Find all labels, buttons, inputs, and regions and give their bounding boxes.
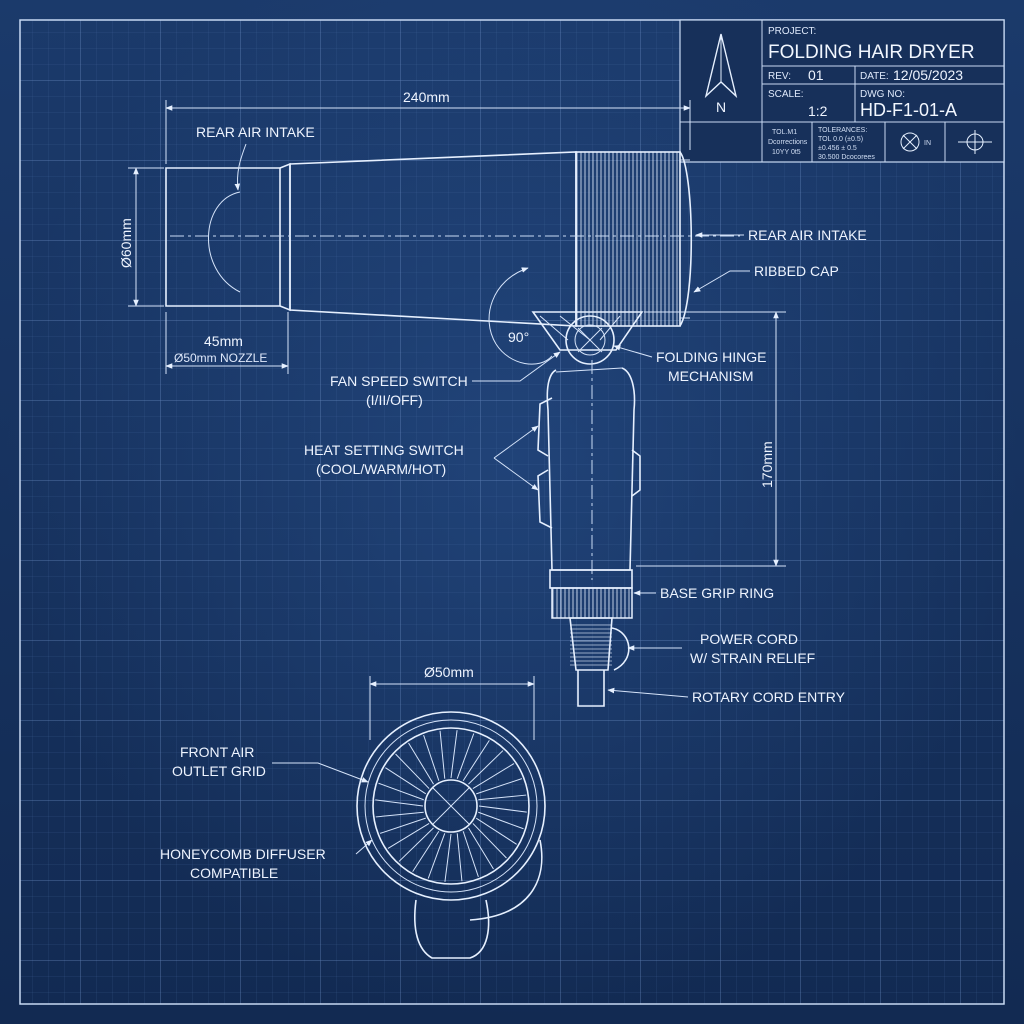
grid-spoke (472, 763, 515, 789)
nozzle-intake-arc (208, 191, 241, 293)
ribbed-cap (575, 151, 681, 327)
first-angle-projection-icon (900, 132, 920, 152)
sheet-border (19, 19, 1005, 1005)
front-view-handle (413, 899, 490, 959)
dim-fold-angle: 90° (508, 329, 529, 345)
dryer-front-view (356, 711, 546, 959)
outlet-outer-ring (356, 711, 546, 901)
grid-spoke (468, 827, 494, 870)
cord-entry (577, 670, 605, 707)
callout-front-air-2: OUTLET GRID (172, 763, 266, 779)
tol-line-3: 10YY 0t5 (772, 149, 801, 156)
outlet-hub (424, 779, 478, 833)
base-grip-ring (551, 587, 633, 619)
north-arrow-icon (704, 33, 738, 99)
dwg-label: DWG NO: (860, 89, 905, 100)
callout-rear-air-intake-top: REAR AIR INTAKE (196, 124, 315, 140)
fan-speed-switch (537, 397, 553, 457)
grid-spoke (475, 817, 517, 845)
grid-spoke (478, 811, 524, 830)
crosshair-target-icon (958, 130, 992, 154)
callout-ribbed-cap: RIBBED CAP (754, 263, 839, 279)
tolerances-line-3: ±0.456 ± 0.5 (818, 145, 857, 152)
rev-value: 01 (808, 67, 824, 83)
dim-body-diameter: Ø60mm (118, 218, 134, 268)
grid-spoke (456, 733, 475, 779)
grid-background (20, 20, 1004, 1004)
dim-nozzle-note: Ø50mm NOZZLE (174, 351, 267, 365)
grid-spoke (478, 805, 527, 813)
project-name: FOLDING HAIR DRYER (768, 42, 975, 63)
scale-value: 1:2 (808, 103, 828, 119)
callout-honeycomb-1: HONEYCOMB DIFFUSER (160, 846, 326, 862)
tolerances-line-1: TOLERANCES: (818, 127, 867, 134)
grid-spoke (444, 833, 452, 882)
date-label: DATE: (860, 71, 889, 82)
grid-spoke (398, 827, 434, 862)
grid-spoke (379, 817, 426, 834)
tolerances-line-2: TOL 0.0 (±0.5) (818, 136, 863, 143)
callout-rear-air-intake-right: REAR AIR INTAKE (748, 227, 867, 243)
grid-spoke (385, 767, 427, 795)
grid-spoke (468, 750, 504, 785)
grid-spoke (378, 782, 424, 801)
grid-spoke (412, 830, 440, 872)
callout-folding-hinge-2: MECHANISM (668, 368, 754, 384)
callout-front-air-1: FRONT AIR (180, 744, 254, 760)
north-label: N (716, 99, 726, 115)
callout-folding-hinge-1: FOLDING HINGE (656, 349, 766, 365)
grid-spoke (478, 794, 527, 801)
dryer-side-view (165, 151, 740, 707)
tolerances-line-4: 30.500 Dcocorees (818, 154, 875, 161)
heat-setting-switch (537, 469, 553, 529)
title-block: N PROJECT: FOLDING HAIR DRYER REV: 01 DA… (679, 19, 1005, 163)
outlet-grid (372, 727, 530, 885)
dwg-value: HD-F1-01-A (860, 100, 957, 120)
tol-line-2: Dcorrections (768, 139, 808, 146)
callout-fan-speed-1: FAN SPEED SWITCH (330, 373, 468, 389)
grid-spoke (462, 831, 479, 878)
outlet-grid-spokes (375, 730, 527, 882)
grid-spoke (375, 799, 424, 807)
project-label: PROJECT: (768, 26, 816, 37)
grid-spoke (456, 833, 463, 882)
dim-outlet-diameter: Ø50mm (424, 664, 474, 680)
callout-base-grip-ring: BASE GRIP RING (660, 585, 774, 601)
callout-fan-speed-2: (I/II/OFF) (366, 392, 423, 408)
grid-spoke (408, 742, 434, 785)
folding-hinge (565, 315, 615, 365)
grid-spoke (395, 753, 430, 789)
dim-handle-length: 170mm (759, 441, 775, 488)
grid-spoke (450, 730, 458, 779)
grid-spoke (439, 730, 446, 779)
grid-spoke (462, 740, 490, 782)
grid-spoke (375, 811, 424, 818)
callout-heat-setting-1: HEAT SETTING SWITCH (304, 442, 464, 458)
callouts: REAR AIR INTAKE REAR AIR INTAKE RIBBED C… (160, 124, 867, 881)
dimension-lines: 240mm Ø60mm 45mm Ø50mm NOZZLE 90° 170mm … (118, 89, 786, 740)
dim-overall-length: 240mm (403, 89, 450, 105)
rear-trigger (631, 449, 641, 497)
tol-line-1: TOL.M1 (772, 129, 797, 136)
callout-power-cord-2: W/ STRAIN RELIEF (690, 650, 815, 666)
callout-heat-setting-2: (COOL/WARM/HOT) (316, 461, 446, 477)
grid-spoke (427, 833, 446, 879)
rev-label: REV: (768, 71, 791, 82)
dim-nozzle-length: 45mm (204, 333, 243, 349)
grid-spoke (423, 734, 440, 781)
callout-honeycomb-2: COMPATIBLE (190, 865, 278, 881)
scale-label: SCALE: (768, 89, 804, 100)
grid-spoke (387, 823, 430, 849)
callout-power-cord-1: POWER CORD (700, 631, 798, 647)
date-value: 12/05/2023 (893, 67, 963, 83)
symbol-label: IN (924, 140, 931, 147)
grid-spoke (476, 778, 523, 795)
callout-rotary-cord-entry: ROTARY CORD ENTRY (692, 689, 846, 705)
grid-spoke (472, 823, 507, 859)
